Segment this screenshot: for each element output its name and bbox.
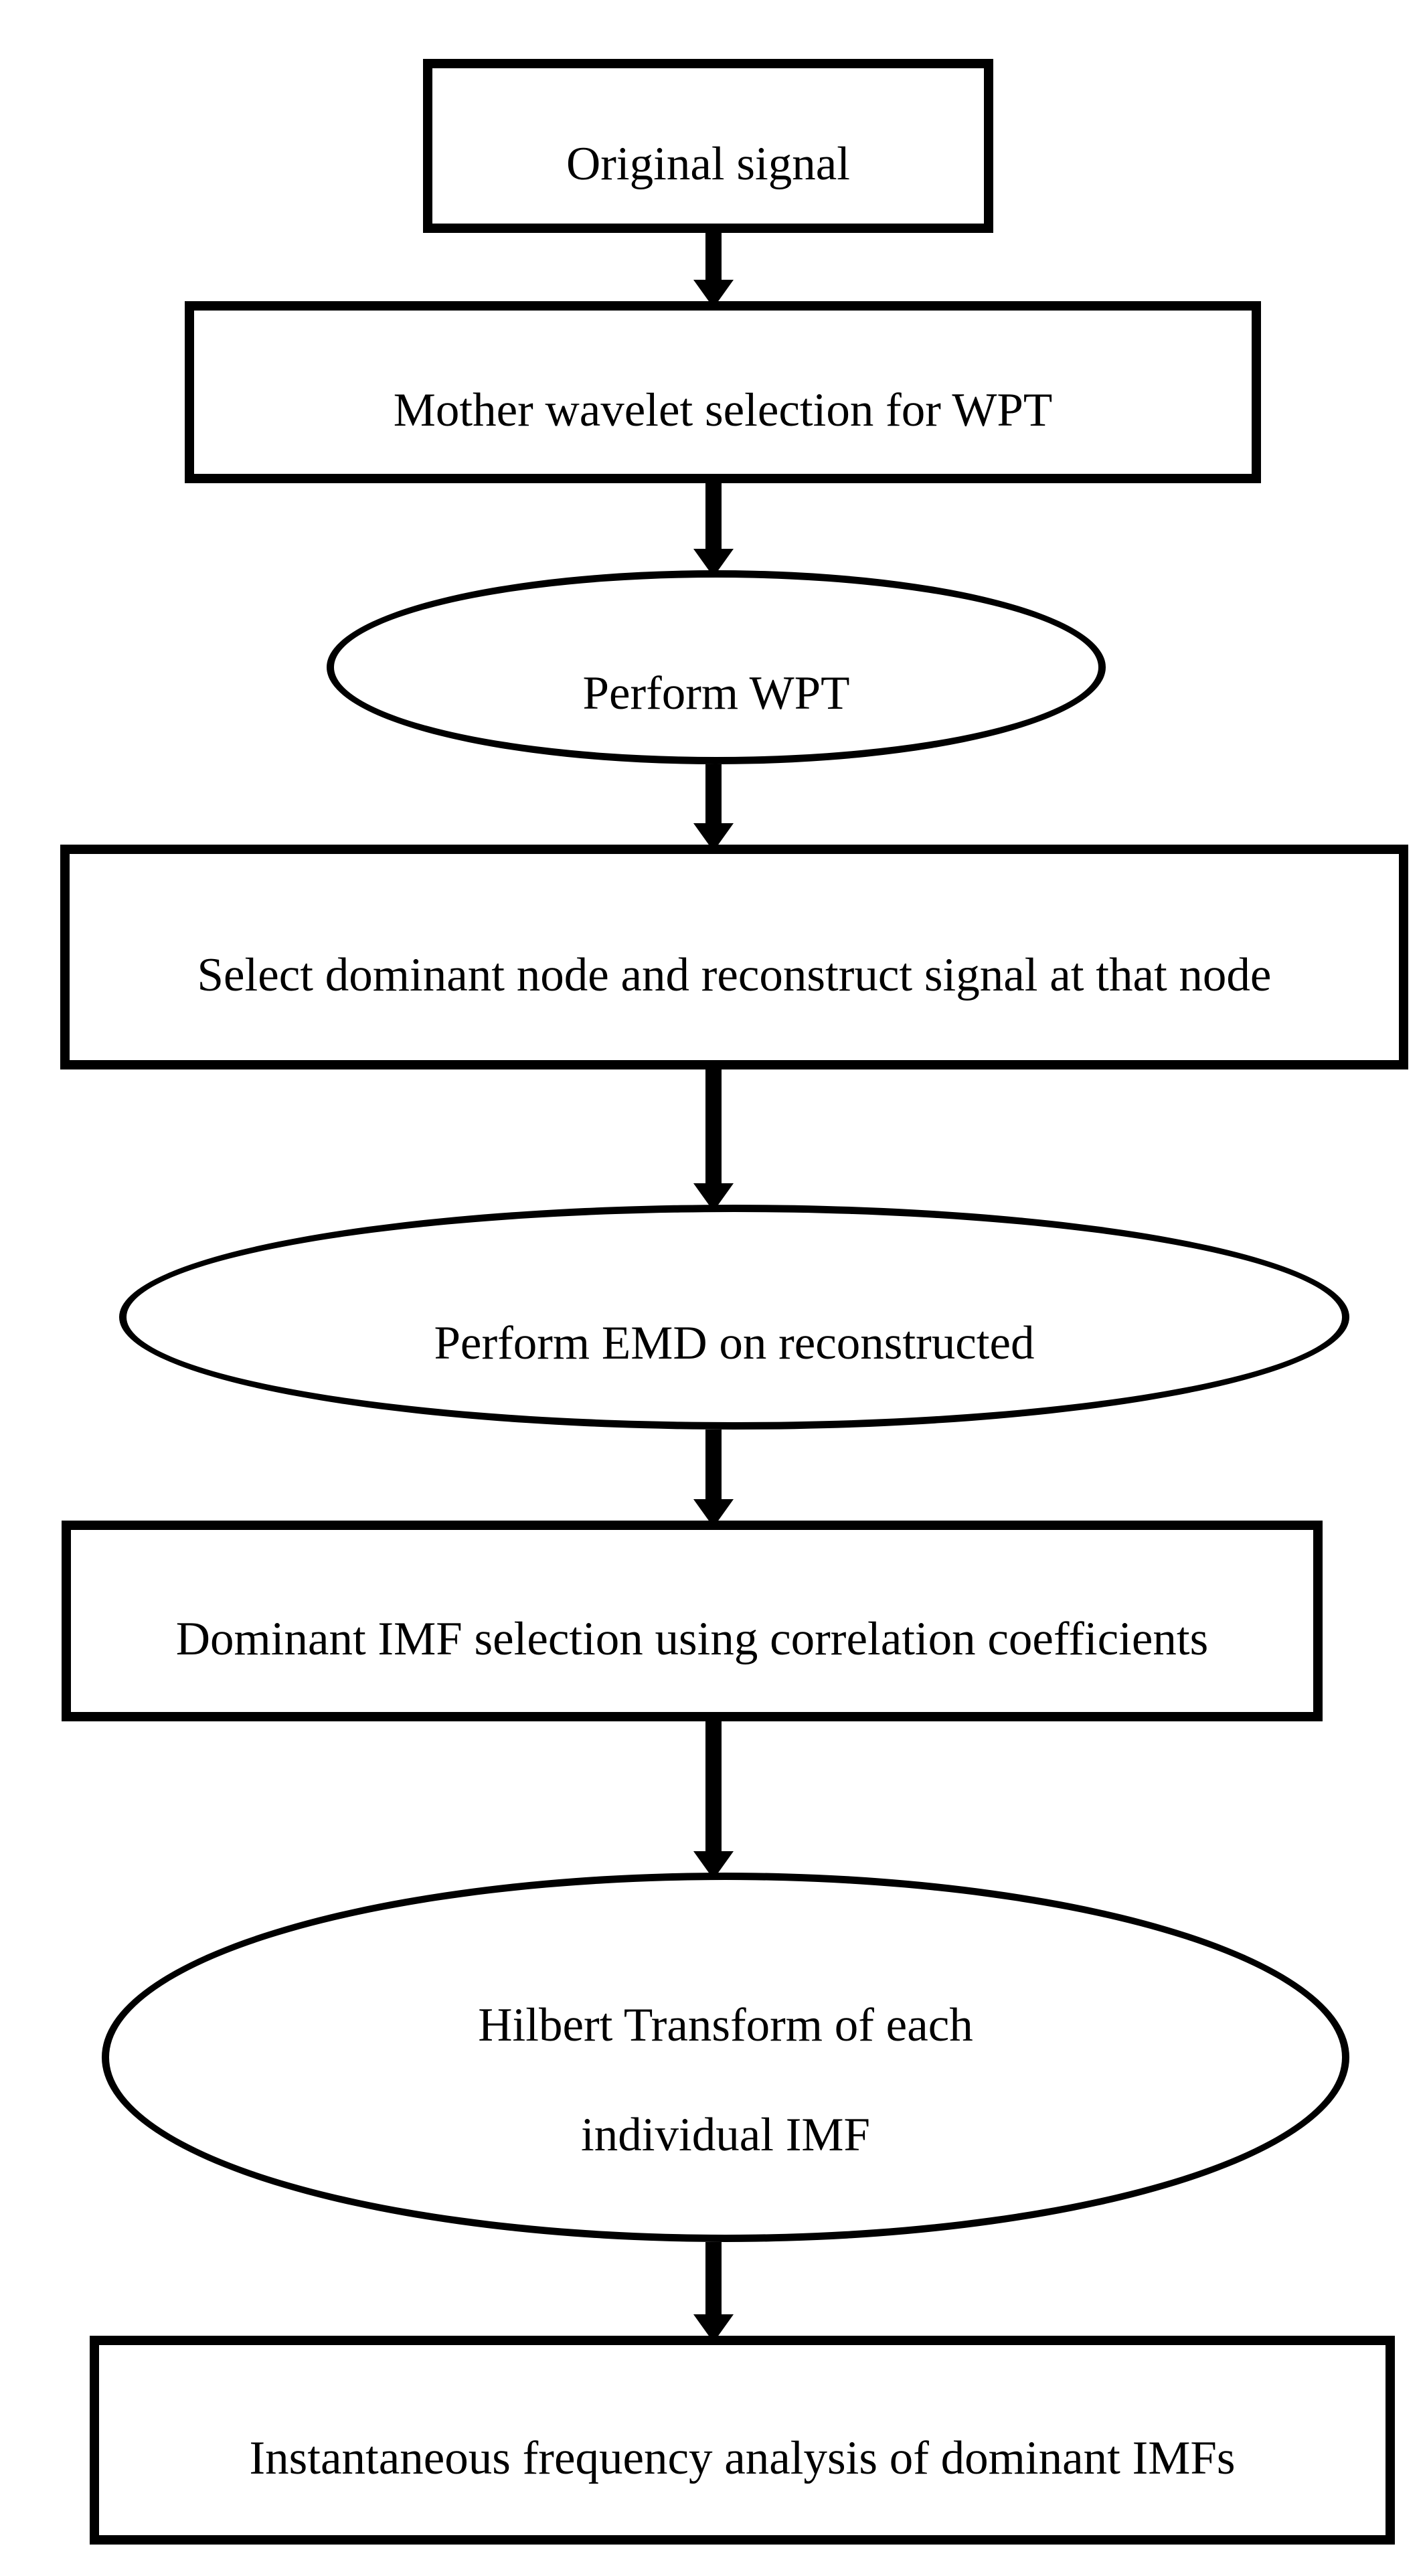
flow-arrow-3 (693, 764, 734, 851)
flow-arrow-2 (693, 483, 734, 577)
hilbert-label-line-1: Hilbert Transform of each (478, 1999, 973, 2051)
node-label-select-dominant-node: Select dominant node and reconstruct sig… (197, 949, 1272, 1002)
flow-node-perform-wpt: Perform WPT (327, 570, 1106, 764)
flow-node-mother-wavelet-selection: Mother wavelet selection for WPT (185, 301, 1261, 483)
node-label-perform-emd: Perform EMD on reconstructed (434, 1317, 1035, 1370)
arrow-shaft (705, 1721, 722, 1854)
arrow-shaft (705, 1430, 722, 1502)
hilbert-label-line-2: individual IMF (581, 2109, 870, 2161)
arrow-shaft (705, 764, 722, 826)
node-label-original-signal: Original signal (566, 138, 850, 191)
node-label-dominant-imf-selection: Dominant IMF selection using correlation… (175, 1613, 1209, 1666)
node-label-perform-wpt: Perform WPT (582, 667, 850, 720)
arrow-shaft (705, 1069, 722, 1186)
node-label-instantaneous-frequency-analysis: Instantaneous frequency analysis of domi… (249, 2432, 1236, 2485)
node-label-mother-wavelet-selection: Mother wavelet selection for WPT (393, 384, 1053, 437)
flow-node-select-dominant-node: Select dominant node and reconstruct sig… (60, 845, 1408, 1069)
flow-arrow-6 (693, 1721, 734, 1879)
flow-node-original-signal: Original signal (423, 59, 993, 233)
flow-arrow-4 (693, 1069, 734, 1211)
arrow-shaft (705, 483, 722, 551)
flow-node-hilbert-transform: Hilbert Transform of each individual IMF (102, 1873, 1349, 2242)
flow-arrow-1 (693, 233, 734, 308)
flow-arrow-5 (693, 1430, 734, 1527)
flow-arrow-7 (693, 2242, 734, 2342)
flow-node-instantaneous-frequency-analysis: Instantaneous frequency analysis of domi… (90, 2336, 1395, 2545)
arrow-shaft (705, 233, 722, 282)
flow-node-perform-emd: Perform EMD on reconstructed (119, 1205, 1349, 1430)
arrow-shaft (705, 2242, 722, 2317)
node-label-hilbert-transform: Hilbert Transform of each individual IMF (478, 1970, 973, 2190)
flow-node-dominant-imf-selection: Dominant IMF selection using correlation… (62, 1521, 1323, 1721)
